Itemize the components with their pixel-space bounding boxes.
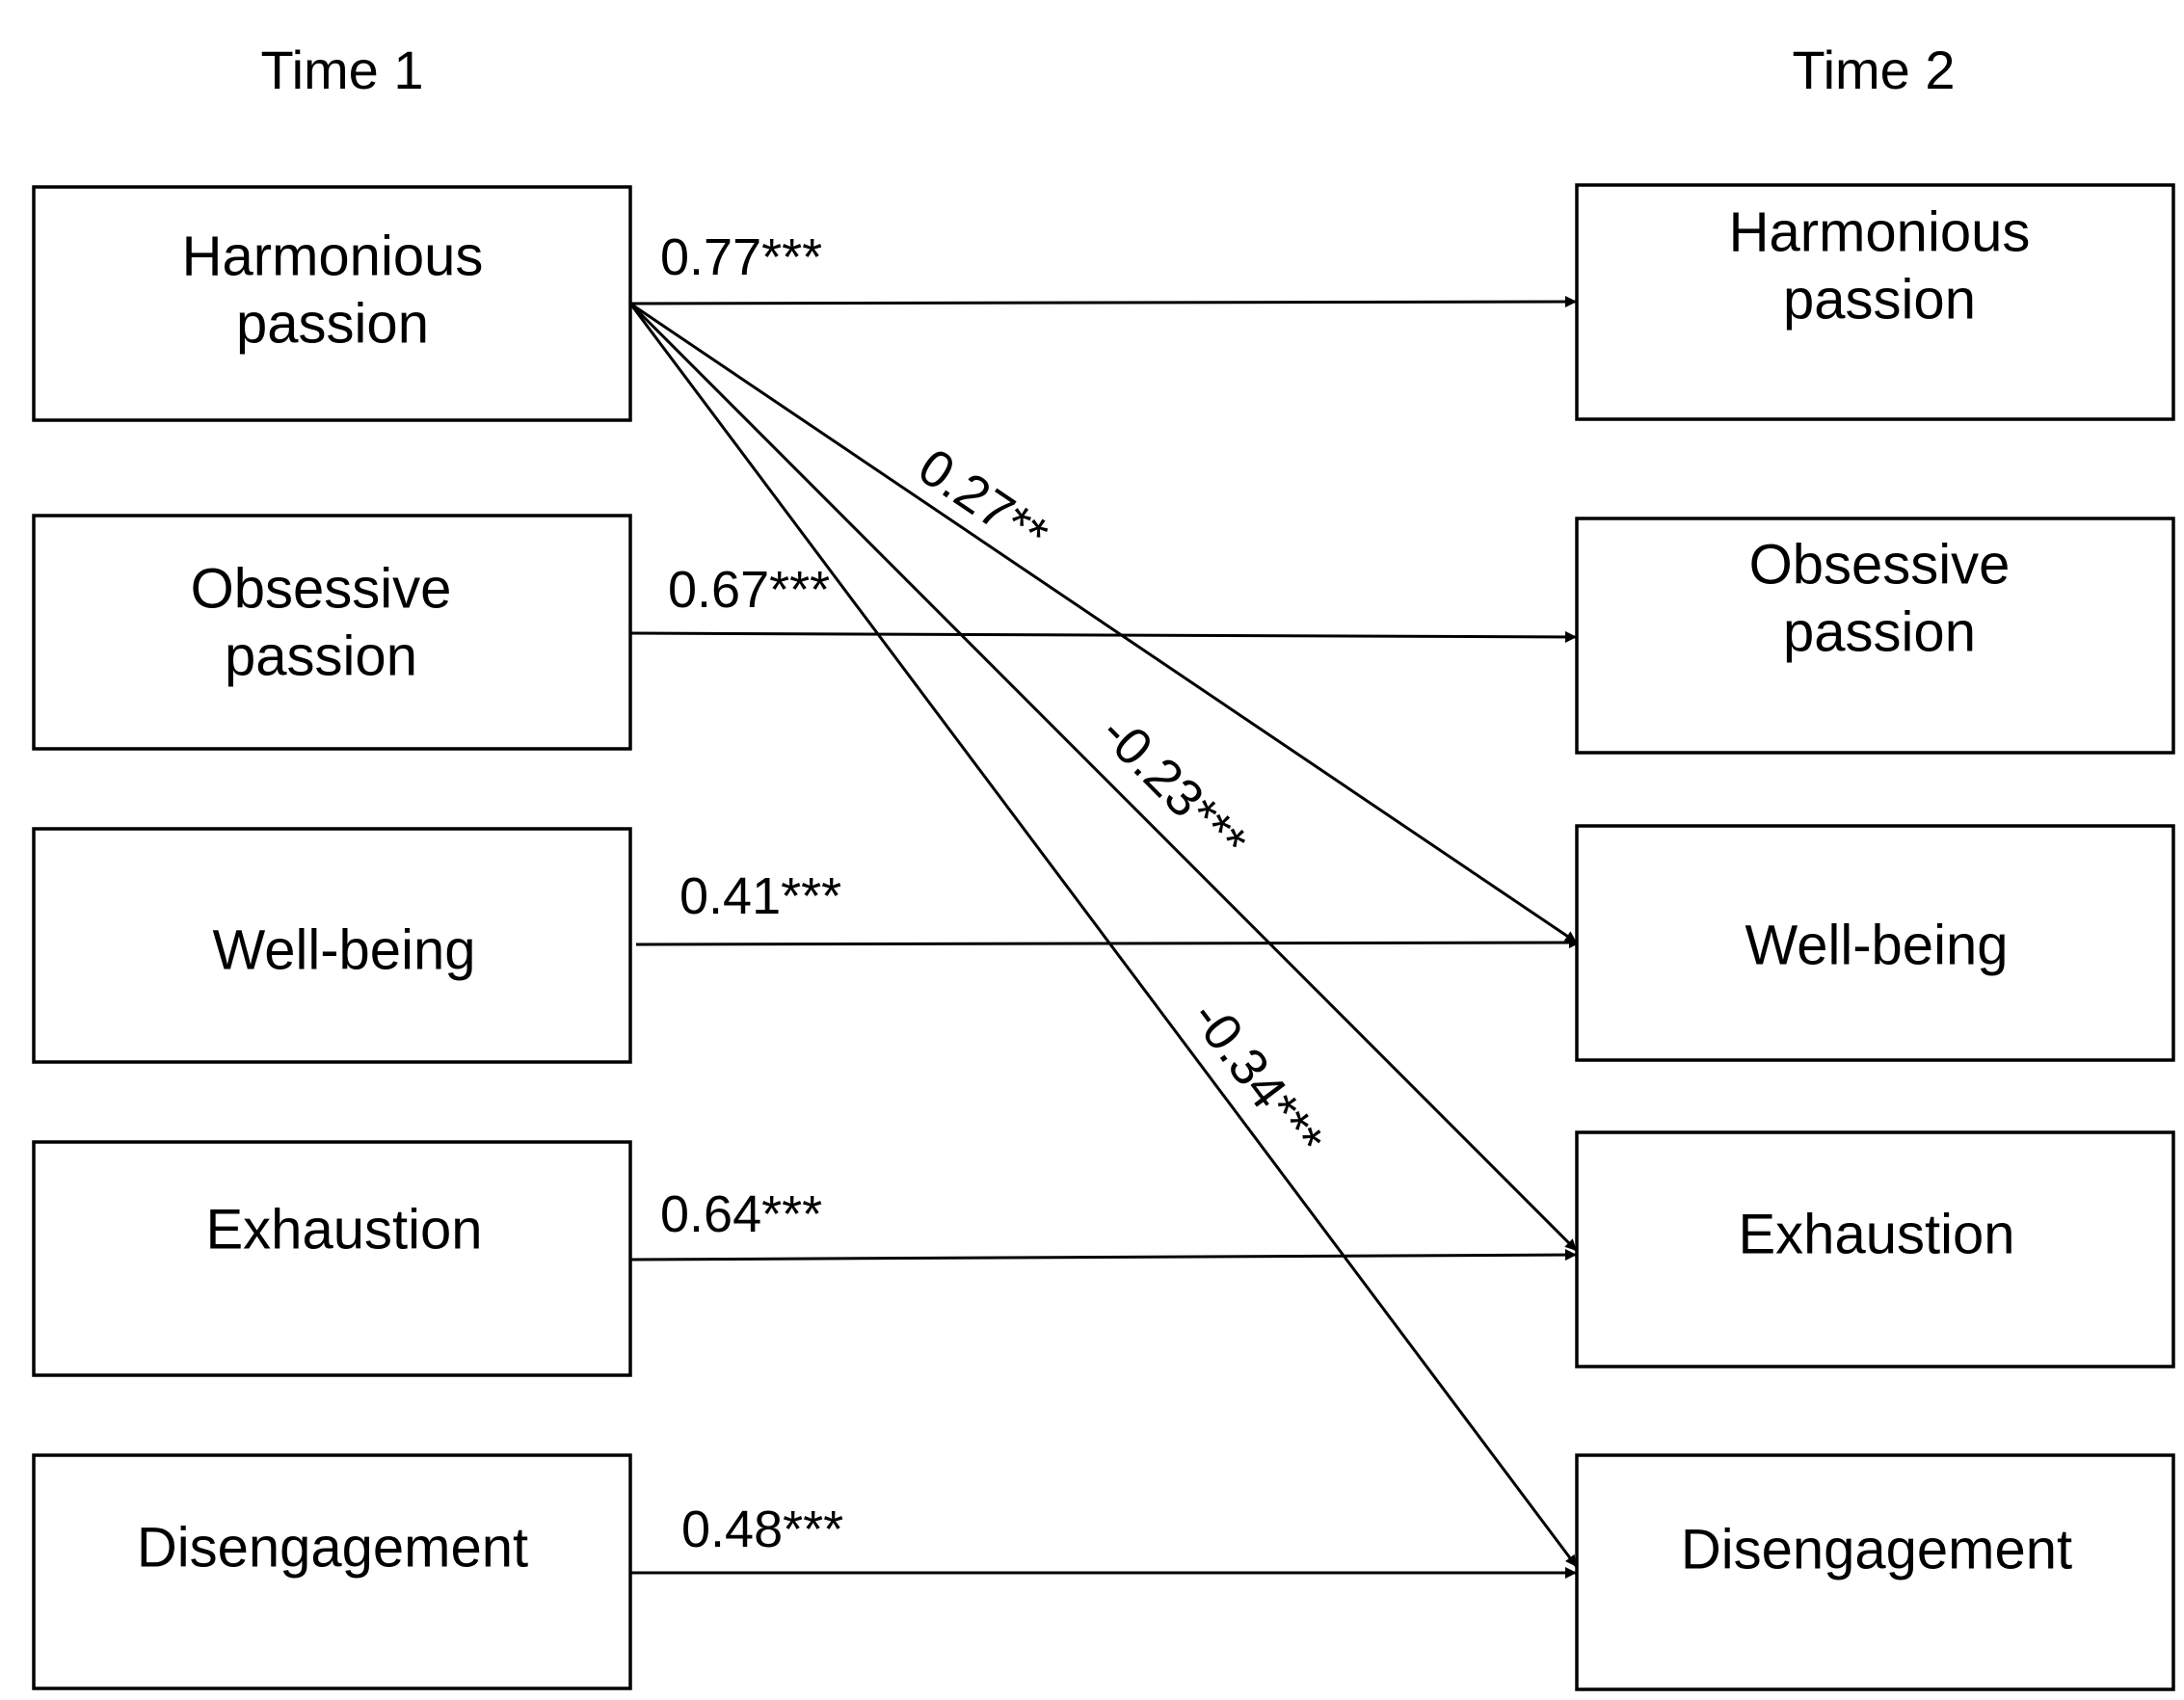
edges-layer (628, 296, 1582, 1579)
edge-arrow-hp1-wb2 (629, 302, 1578, 944)
edge-label-hp1-hp2: 0.77*** (660, 228, 822, 286)
node-label-line: Exhaustion (1739, 1203, 2015, 1265)
node-label-line: passion (1783, 268, 1976, 331)
node-label-line: Obsessive (191, 557, 452, 620)
nodes-layer: HarmoniouspassionObsessivepassionWell-be… (32, 183, 2175, 1691)
node-box (1575, 517, 2175, 755)
node-label-line: Disengagement (137, 1516, 528, 1579)
edge-label-hp1-wb2: 0.27** (908, 438, 1058, 565)
node-label-line: Exhaustion (206, 1198, 483, 1261)
node-box (32, 514, 632, 751)
node-box (32, 185, 632, 422)
node-label-line: Disengagement (1681, 1518, 2072, 1580)
node-label-line: Well-being (213, 918, 476, 981)
edge-arrow-hp1-hp2 (629, 296, 1578, 308)
node-box (1575, 1453, 2175, 1691)
time2-node-wb2: Well-being (1575, 824, 2175, 1062)
time2-header: Time 2 (1792, 40, 1955, 100)
edge-label-de1-de2: 0.48*** (681, 1501, 843, 1558)
node-label-line: passion (1783, 600, 1976, 663)
edge-label-op1-op2: 0.67*** (668, 561, 830, 619)
edge-arrow-hp1-ex2 (628, 302, 1579, 1253)
time2-node-ex2: Exhaustion (1575, 1130, 2175, 1368)
node-box (1575, 824, 2175, 1062)
edge-arrow-ex1-ex2 (629, 1249, 1578, 1262)
node-box (32, 1140, 632, 1377)
edge-label-ex1-ex2: 0.64*** (660, 1185, 822, 1243)
time1-node-wb1: Well-being (32, 827, 632, 1064)
node-label-line: Obsessive (1749, 533, 2011, 596)
edge-arrow-op1-op2 (629, 630, 1578, 643)
time1-node-de1: Disengagement (32, 1453, 632, 1690)
node-label-line: Well-being (1745, 914, 2009, 976)
node-label-line: passion (236, 292, 429, 355)
node-box (32, 1453, 632, 1690)
node-label-line: Harmonious (1729, 200, 2031, 263)
node-label-line: passion (225, 624, 417, 687)
time1-header: Time 1 (260, 40, 423, 100)
node-box (1575, 183, 2175, 421)
node-box (1575, 1130, 2175, 1368)
node-box (32, 827, 632, 1064)
edge-arrow-hp1-de2 (628, 303, 1579, 1568)
node-label-line: Harmonious (182, 225, 484, 287)
time2-node-de2: Disengagement (1575, 1453, 2175, 1691)
edge-label-wb1-wb2: 0.41*** (679, 867, 841, 925)
edge-labels-layer: 0.77*** 0.67*** 0.41*** 0.64*** 0.48*** 0.27*… (660, 228, 1334, 1558)
time1-node-ex1: Exhaustion (32, 1140, 632, 1377)
